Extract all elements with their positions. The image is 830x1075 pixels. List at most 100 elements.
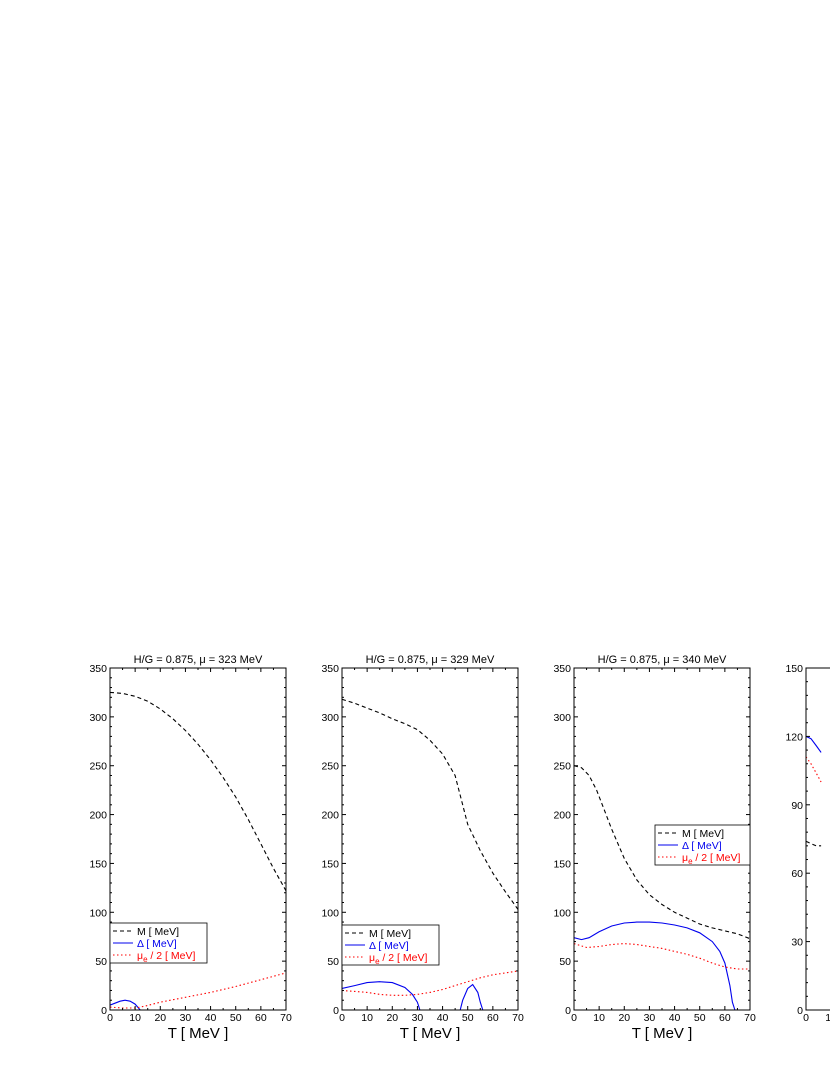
- legend-label-tail: / 2 [ MeV]: [148, 950, 196, 962]
- chart-title: H/G = 0.875, μ = 323 MeV: [134, 654, 263, 666]
- series-line-dashed: [342, 698, 518, 910]
- y-tick-label: 200: [321, 810, 339, 822]
- y-tick-label: 100: [553, 907, 571, 919]
- x-tick-label: 60: [255, 1012, 267, 1024]
- x-tick-label: 30: [180, 1012, 192, 1024]
- y-tick-label: 350: [321, 663, 339, 675]
- x-axis-label: T [ MeV ]: [632, 1025, 693, 1042]
- series-line-solid: [806, 735, 822, 753]
- legend-label: μe / 2 [ MeV]: [682, 852, 740, 866]
- x-tick-label: 20: [386, 1012, 398, 1024]
- y-tick-label: 0: [101, 1005, 107, 1017]
- x-tick-label: 50: [694, 1012, 706, 1024]
- x-tick-label: 50: [462, 1012, 474, 1024]
- chart-title: H/G = 0.875, μ = 329 MeV: [366, 654, 495, 666]
- chart-title: H/G = 0.875, μ = 340 MeV: [598, 654, 727, 666]
- series-line-dashed: [574, 765, 750, 940]
- series-line-dotted: [110, 972, 286, 1009]
- chart-panel-3: H/G = 0.875, μ = 340 MeV 0 10 20 30 40 50 60 70 0…: [553, 654, 756, 1042]
- legend-label-main: Δ [ MeV]: [369, 940, 409, 952]
- legend-label: M [ MeV]: [137, 926, 179, 938]
- y-tick-label: 120: [785, 731, 803, 743]
- y-tick-label: 50: [327, 956, 339, 968]
- y-tick-label: 250: [321, 761, 339, 773]
- chart-panel-4: H/G0100306090120150: [785, 663, 830, 1024]
- series-line-dashed: [110, 691, 286, 892]
- x-tick-label: 10: [129, 1012, 141, 1024]
- y-tick-label: 300: [553, 712, 571, 724]
- y-tick-label: 200: [553, 810, 571, 822]
- x-tick-label: 20: [154, 1012, 166, 1024]
- x-tick-label: 70: [280, 1012, 292, 1024]
- legend-label: Δ [ MeV]: [137, 938, 177, 950]
- legend-label-tail: / 2 [ MeV]: [693, 852, 741, 864]
- series-line-solid: [574, 921, 750, 1010]
- x-tick-label: 40: [669, 1012, 681, 1024]
- legend-label-main: μ: [137, 950, 143, 962]
- x-tick-label: 40: [437, 1012, 449, 1024]
- plot-frame: [805, 667, 830, 1011]
- x-tick-label: 10: [825, 1012, 830, 1024]
- x-tick-label: 30: [644, 1012, 656, 1024]
- legend-label-subscript: e: [375, 957, 380, 966]
- x-tick-label: 20: [618, 1012, 630, 1024]
- legend-label: M [ MeV]: [682, 828, 724, 840]
- x-tick-label: 10: [593, 1012, 605, 1024]
- legend-label-main: Δ [ MeV]: [682, 840, 722, 852]
- legend: M [ MeV]Δ [ MeV]μe / 2 [ MeV]: [341, 924, 440, 966]
- y-tick-label: 100: [321, 907, 339, 919]
- series-line-solid: [110, 999, 286, 1010]
- x-tick-label: 50: [230, 1012, 242, 1024]
- series-line-dotted: [574, 943, 750, 970]
- legend-label: μe / 2 [ MeV]: [137, 950, 195, 964]
- y-tick-label: 60: [791, 868, 803, 880]
- chart-panel-1: H/G = 0.875, μ = 323 MeV 0 10 20 30 40 50 60 70 0…: [89, 654, 292, 1042]
- y-tick-label: 50: [559, 956, 571, 968]
- x-tick-label: 40: [205, 1012, 217, 1024]
- y-tick-label: 300: [321, 712, 339, 724]
- legend-label-subscript: e: [143, 955, 148, 964]
- legend-label: Δ [ MeV]: [682, 840, 722, 852]
- y-tick-label: 90: [791, 800, 803, 812]
- y-tick-label: 350: [553, 663, 571, 675]
- y-tick-label: 350: [89, 663, 107, 675]
- y-tick-label: 200: [89, 810, 107, 822]
- x-axis-label: T [ MeV ]: [168, 1025, 229, 1042]
- legend: M [ MeV]Δ [ MeV]μe / 2 [ MeV]: [654, 824, 751, 866]
- x-tick-label: 10: [361, 1012, 373, 1024]
- x-tick-label: 30: [412, 1012, 424, 1024]
- y-tick-label: 150: [553, 858, 571, 870]
- x-tick-label: 60: [487, 1012, 499, 1024]
- y-tick-label: 250: [89, 761, 107, 773]
- y-tick-label: 150: [89, 858, 107, 870]
- y-tick-label: 30: [791, 937, 803, 949]
- series-line-dashed: [806, 840, 822, 847]
- legend: M [ MeV]Δ [ MeV]μe / 2 [ MeV]: [109, 922, 208, 964]
- x-tick-label: 70: [744, 1012, 756, 1024]
- legend-label-main: M [ MeV]: [137, 926, 179, 938]
- y-tick-label: 250: [553, 761, 571, 773]
- x-tick-label: 0: [107, 1012, 113, 1024]
- legend-label-tail: / 2 [ MeV]: [380, 952, 428, 964]
- y-tick-label: 300: [89, 712, 107, 724]
- x-tick-label: 60: [719, 1012, 731, 1024]
- y-tick-label: 0: [797, 1005, 803, 1017]
- y-tick-label: 0: [565, 1005, 571, 1017]
- y-tick-label: 0: [333, 1005, 339, 1017]
- y-tick-label: 50: [95, 956, 107, 968]
- series-line-dotted: [342, 970, 518, 996]
- x-tick-label: 70: [512, 1012, 524, 1024]
- legend-label-main: μ: [369, 952, 375, 964]
- series-line-solid: [342, 981, 518, 1010]
- legend-label: Δ [ MeV]: [369, 940, 409, 952]
- legend-label-main: M [ MeV]: [369, 928, 411, 940]
- x-axis-label: T [ MeV ]: [400, 1025, 461, 1042]
- legend-label-main: μ: [682, 852, 688, 864]
- legend-label-main: Δ [ MeV]: [137, 938, 177, 950]
- y-tick-label: 100: [89, 907, 107, 919]
- legend-label-main: M [ MeV]: [682, 828, 724, 840]
- x-tick-label: 0: [571, 1012, 577, 1024]
- x-tick-label: 0: [803, 1012, 809, 1024]
